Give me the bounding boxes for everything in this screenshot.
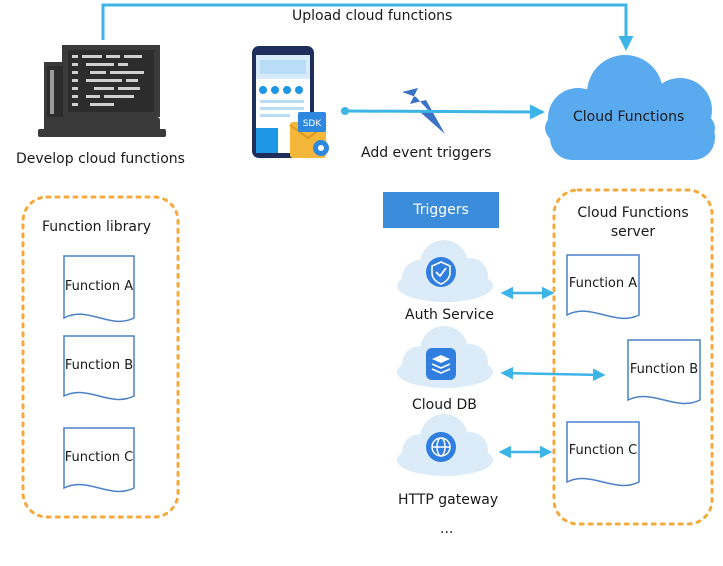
library-function-a: Function A xyxy=(64,279,134,294)
globe-icon xyxy=(426,432,456,462)
laptop-code-icon xyxy=(38,45,166,137)
triggers-label: Triggers xyxy=(413,202,469,218)
auth-service-label: Auth Service xyxy=(405,307,495,323)
cloud-functions-cloud xyxy=(545,55,715,160)
server-title-line2: server xyxy=(610,224,656,240)
more-label: ... xyxy=(440,521,454,537)
server-function-b: Function B xyxy=(629,362,699,377)
add-triggers-label: Add event triggers xyxy=(361,145,492,161)
server-title-line1: Cloud Functions xyxy=(577,205,689,221)
upload-arrow xyxy=(101,3,634,51)
http-gateway-label: HTTP gateway xyxy=(398,492,499,508)
sdk-label: SDK xyxy=(303,119,323,129)
library-function-b: Function B xyxy=(64,358,134,373)
library-doc-c xyxy=(63,427,135,493)
server-function-c: Function C xyxy=(568,443,638,458)
lightning-icon xyxy=(402,88,445,134)
clouddb-label: Cloud DB xyxy=(412,397,477,413)
function-library-box xyxy=(21,195,180,519)
triggers-header xyxy=(383,192,499,228)
develop-label: Develop cloud functions xyxy=(16,151,185,167)
server-function-a: Function A xyxy=(568,276,638,291)
cloud-functions-label: Cloud Functions xyxy=(573,109,685,125)
database-icon xyxy=(426,348,456,380)
phone-sdk-icon: SDK xyxy=(252,46,329,158)
library-function-c: Function C xyxy=(64,450,134,465)
server-doc-a xyxy=(566,254,640,320)
library-doc-a xyxy=(63,255,135,323)
shield-check-icon xyxy=(426,257,456,287)
server-doc-b xyxy=(627,339,701,405)
server-doc-c xyxy=(566,421,640,487)
function-library-title: Function library xyxy=(42,219,152,235)
server-box xyxy=(552,188,714,526)
library-doc-b xyxy=(63,335,135,401)
upload-label: Upload cloud functions xyxy=(292,8,453,24)
clouddb-link-arrow xyxy=(500,366,606,382)
add-triggers-arrow xyxy=(344,104,545,120)
